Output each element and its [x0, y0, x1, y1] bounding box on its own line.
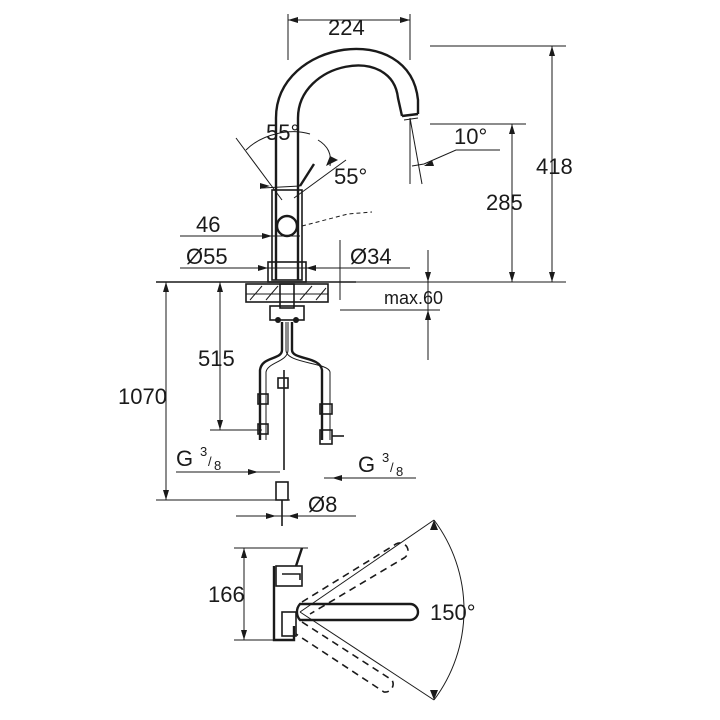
hose-left-inner — [265, 322, 289, 440]
body-column — [271, 189, 303, 281]
plan-spout-swing-up — [301, 542, 409, 615]
label-connection-left: G 3 / 8 — [176, 444, 221, 473]
label-hose-length: 1070 — [118, 384, 167, 409]
hose-left-end — [257, 423, 269, 435]
label-spout-tilt: 10° — [454, 124, 487, 149]
label-spout-reach: 224 — [328, 15, 365, 40]
mounting-nut — [269, 305, 305, 321]
label-handle-offset: 46 — [196, 212, 220, 237]
handle-angle-ref-right — [293, 159, 347, 199]
hose-left-fitting — [257, 393, 269, 405]
spout-inner-line — [296, 64, 404, 280]
handle-lever — [298, 163, 316, 187]
swivel-ref-up — [299, 519, 435, 613]
connection-right-g: G — [358, 452, 375, 477]
deck-hatch — [249, 285, 327, 301]
plan-mount-left — [272, 566, 296, 642]
swivel-arc — [433, 519, 465, 701]
hose-right-inner — [285, 322, 331, 440]
hose-right-outer — [290, 322, 324, 440]
plan-spout-swing-down — [295, 621, 394, 693]
handle-knob — [275, 214, 299, 238]
hose-right-valve — [319, 429, 333, 445]
handle-angle-base — [261, 185, 301, 189]
connection-left-slash: / — [208, 454, 212, 469]
shank — [279, 283, 295, 309]
nut-bolt-right — [293, 317, 299, 323]
label-handle-angle-right: 55° — [334, 164, 367, 189]
label-overall-height: 418 — [536, 154, 573, 179]
deck-section — [156, 281, 356, 323]
spout-tilt-ref — [409, 117, 423, 185]
plan-handle-top — [282, 573, 301, 580]
label-plan-depth: 166 — [208, 582, 245, 607]
label-deck-thickness: max.60 — [384, 288, 443, 308]
label-base-diameter: Ø55 — [186, 244, 228, 269]
handle-angle-ref-left — [235, 137, 283, 201]
swivel-ref-down — [299, 611, 435, 701]
supply-hoses — [257, 322, 344, 526]
hose-left-outer — [258, 322, 284, 440]
plan-mount-clip — [281, 611, 297, 637]
label-handle-angle-left: 55° — [266, 120, 299, 145]
connection-right-den: 8 — [396, 464, 403, 479]
plan-view — [234, 519, 465, 701]
dim-55-arc-left — [245, 131, 311, 151]
center-rod-clip — [277, 377, 289, 389]
arrowheads — [163, 17, 555, 519]
plan-spout-current — [295, 602, 420, 622]
connection-left-g: G — [176, 446, 193, 471]
hose-right-fitting — [319, 403, 333, 415]
label-spout-height: 285 — [486, 190, 523, 215]
label-pipe-diameter: Ø8 — [308, 492, 337, 517]
spout-tip — [401, 112, 419, 118]
label-shank-length: 515 — [198, 346, 235, 371]
aerator — [403, 117, 419, 121]
label-connection-right: G 3 / 8 — [358, 450, 403, 479]
plan-handle-tick — [294, 547, 304, 567]
faucet-base — [267, 261, 307, 283]
pipe-fitting — [275, 481, 289, 501]
connection-right-num: 3 — [382, 450, 389, 465]
spout-outer-line — [274, 47, 420, 280]
plan-mount-top — [275, 565, 303, 587]
label-hole-diameter: Ø34 — [350, 244, 392, 269]
deck-slab — [245, 283, 329, 303]
dimension-lines — [156, 14, 566, 517]
label-swivel-angle: 150° — [430, 600, 476, 625]
dim-166-arrows — [241, 548, 247, 640]
connection-left-den: 8 — [214, 458, 221, 473]
nut-bolt-left — [275, 317, 281, 323]
dim-10-leader — [411, 149, 500, 167]
connection-left-num: 3 — [200, 444, 207, 459]
dimension-labels: 224 55° 55° 10° 418 285 46 Ø55 Ø34 max.6… — [118, 15, 573, 625]
faucet-body — [267, 47, 420, 283]
handle-side-dashed — [301, 211, 373, 227]
connection-right-slash: / — [390, 460, 394, 475]
